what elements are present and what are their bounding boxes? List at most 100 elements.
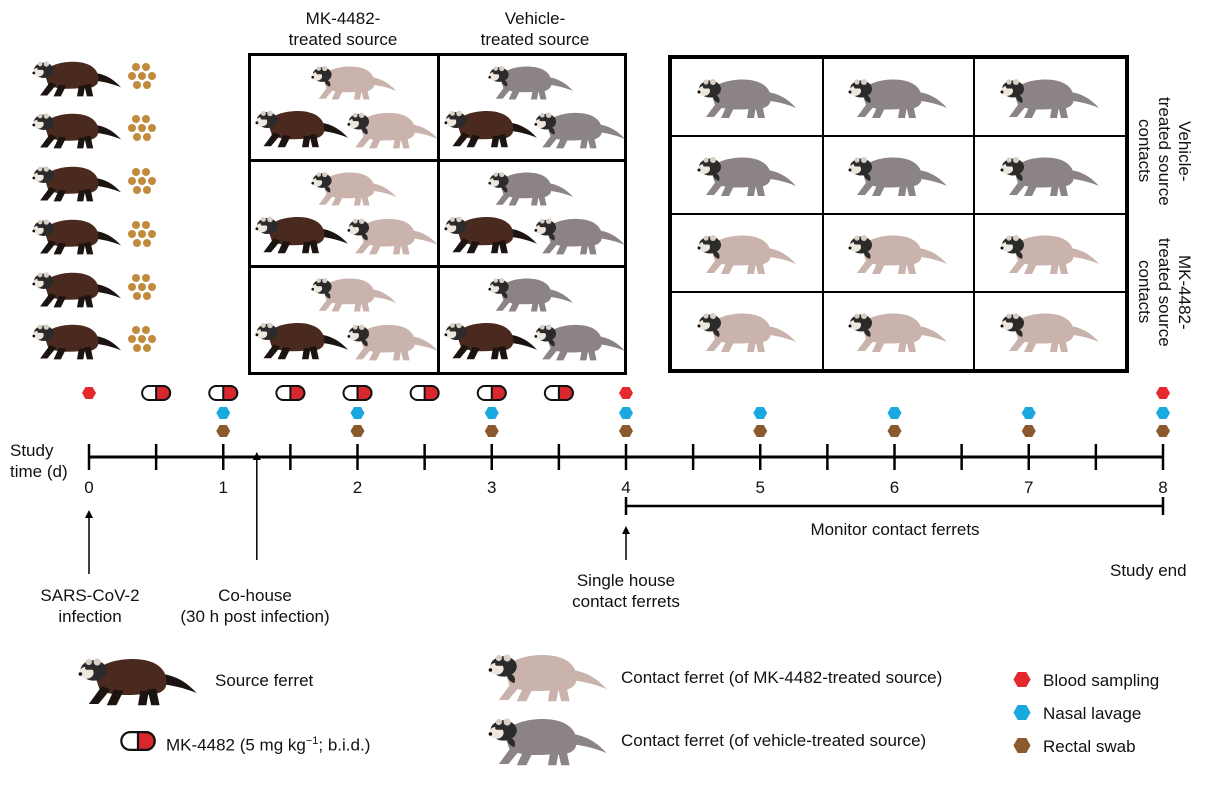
- capsule-icon: [490, 385, 507, 401]
- capsule-icon: [155, 385, 172, 401]
- event-line: contact ferrets: [572, 592, 680, 611]
- event-line: infection: [58, 607, 122, 626]
- tick-label: 6: [890, 478, 899, 497]
- timeline-axis-label: Study time (d): [10, 440, 68, 482]
- legend-lavage: Nasal lavage: [1043, 704, 1142, 723]
- event-single-house: Single house contact ferrets: [556, 570, 696, 612]
- legend-source-ferret: Source ferret: [215, 671, 314, 690]
- capsule-icon: [120, 731, 156, 751]
- contact-cage: [822, 214, 975, 292]
- single-house-arrow: [622, 526, 630, 534]
- rectal-swab-icon: [753, 425, 768, 437]
- contact-cage: [671, 292, 823, 370]
- capsule-icon: [289, 385, 306, 401]
- label-line: Vehicle-: [1175, 120, 1194, 182]
- tick-label: 4: [621, 478, 630, 497]
- cage-veh-1: [437, 53, 627, 162]
- monitor-label: Monitor contact ferrets: [810, 520, 980, 539]
- contact-cage: [974, 136, 1126, 214]
- nasal-lavage-icon: [619, 407, 633, 419]
- nasal-lavage-icon: [1013, 705, 1031, 720]
- label-line: MK-4482-: [1175, 254, 1194, 330]
- header-line: MK-4482-: [305, 9, 381, 28]
- tick-label: 8: [1158, 478, 1167, 497]
- tick-label: 5: [756, 478, 765, 497]
- cage-mk-2: [248, 159, 440, 268]
- nasal-lavage-icon: [1021, 407, 1036, 419]
- rectal-swab-icon: [1013, 738, 1031, 753]
- label-veh-contacts: Vehicle- treated source contacts: [1132, 86, 1194, 216]
- contact-cage: [822, 292, 975, 370]
- label-line: treated source: [1155, 96, 1174, 206]
- tick-label: 0: [84, 478, 93, 497]
- label-line: treated source: [1155, 237, 1174, 347]
- nasal-lavage-icon: [753, 407, 768, 419]
- infection-arrow: [85, 510, 93, 518]
- legend-swab: Rectal swab: [1043, 737, 1136, 756]
- capsule-icon: [356, 385, 373, 401]
- label-mk-contacts: MK-4482- treated source contacts: [1132, 222, 1194, 362]
- event-infection: SARS-CoV-2 infection: [20, 585, 160, 627]
- rectal-swab-icon: [887, 425, 902, 437]
- event-line: Co-house: [218, 586, 292, 605]
- contact-cage: [822, 58, 975, 136]
- blood-sampling-icon: [619, 387, 633, 399]
- rectal-swab-icon: [484, 425, 499, 437]
- header-veh-source: Vehicle- treated source: [442, 8, 628, 50]
- event-cohouse: Co-house (30 h post infection): [165, 585, 345, 627]
- cohouse-arrow: [252, 452, 261, 460]
- dose-text: ; b.i.d.): [318, 735, 371, 755]
- event-study-end: Study end: [1110, 561, 1187, 580]
- axis-label-line: time (d): [10, 462, 68, 481]
- header-line: Vehicle-: [504, 9, 566, 28]
- legend-dose: MK-4482 (5 mg kg−1; b.i.d.): [166, 731, 370, 756]
- nasal-lavage-icon: [350, 407, 365, 419]
- blood-sampling-icon: [1156, 387, 1170, 399]
- source-ferret-icon: [78, 650, 198, 710]
- tick-label: 2: [353, 478, 362, 497]
- rectal-swab-icon: [619, 425, 633, 437]
- dose-text: MK-4482 (5 mg kg: [166, 735, 306, 755]
- rectal-swab-icon: [350, 425, 365, 437]
- cage-veh-3: [437, 265, 627, 375]
- dose-unit-exponent: −1: [305, 735, 319, 747]
- header-line: treated source: [480, 30, 590, 49]
- blood-sampling-icon: [82, 387, 96, 399]
- header-mk-source: MK-4482- treated source: [250, 8, 436, 50]
- capsule-icon: [423, 385, 440, 401]
- nasal-lavage-icon: [1156, 407, 1170, 419]
- label-line: contacts: [1135, 260, 1154, 324]
- capsule-icon: [557, 385, 574, 401]
- rectal-swab-icon: [1156, 425, 1170, 437]
- event-line: (30 h post infection): [180, 607, 330, 626]
- cage-veh-2: [437, 159, 627, 268]
- contact-cages-grid: [668, 55, 1129, 373]
- contact-cage: [974, 214, 1126, 292]
- event-line: SARS-CoV-2: [40, 586, 140, 605]
- capsule-icon: [222, 385, 239, 401]
- nasal-lavage-icon: [216, 407, 231, 419]
- tick-label: 7: [1024, 478, 1033, 497]
- contact-ferret-icon: [488, 646, 608, 706]
- tick-label: 1: [219, 478, 228, 497]
- cage-mk-3: [248, 265, 440, 375]
- rectal-swab-icon: [1021, 425, 1036, 437]
- label-line: contacts: [1135, 119, 1154, 183]
- contact-cage: [671, 214, 823, 292]
- event-line: Single house: [576, 571, 676, 590]
- axis-label-line: Study: [10, 441, 54, 460]
- contact-cage: [671, 136, 823, 214]
- header-line: treated source: [288, 30, 398, 49]
- contact-cage: [974, 292, 1126, 370]
- contact-cage: [822, 136, 975, 214]
- nasal-lavage-icon: [484, 407, 499, 419]
- contact-cage: [671, 58, 823, 136]
- nasal-lavage-icon: [887, 407, 902, 419]
- legend-contact-veh: Contact ferret (of vehicle-treated sourc…: [621, 731, 927, 750]
- blood-sampling-icon: [1013, 672, 1031, 687]
- legend-blood: Blood sampling: [1043, 671, 1160, 690]
- tick-label: 3: [487, 478, 496, 497]
- legend-contact-mk: Contact ferret (of MK-4482-treated sourc…: [621, 668, 943, 687]
- rectal-swab-icon: [216, 425, 231, 437]
